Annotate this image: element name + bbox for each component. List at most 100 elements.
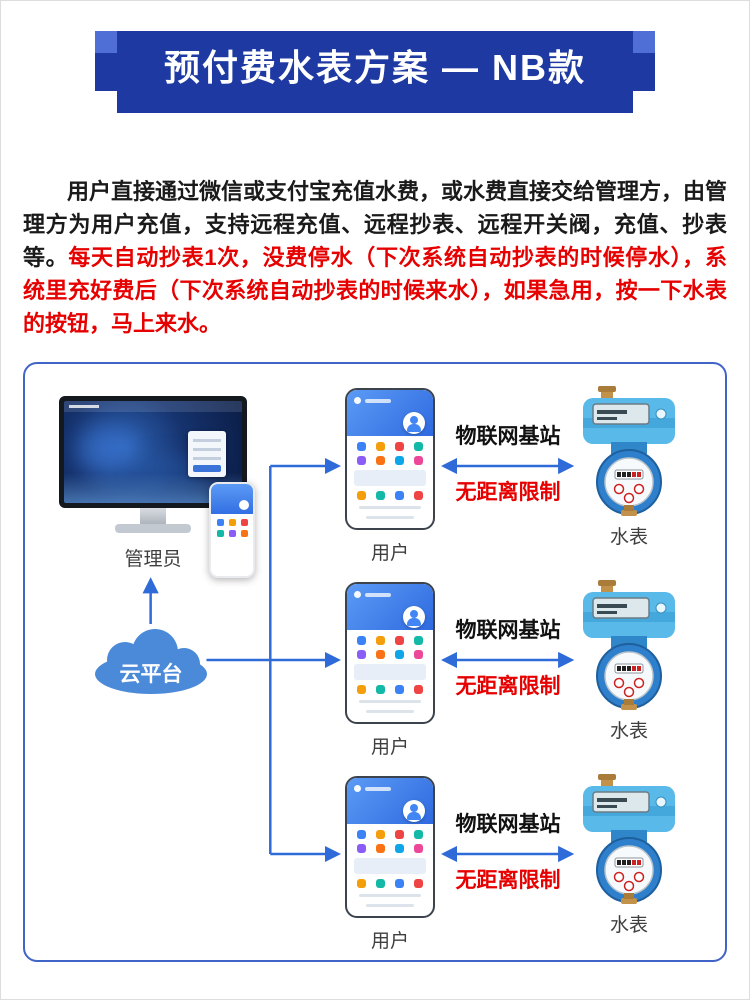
page-title: 预付费水表方案 — NB款 [163, 47, 586, 88]
app-icon [395, 442, 404, 451]
app-icon [395, 636, 404, 645]
app-icon [357, 650, 366, 659]
app-text-line [358, 506, 422, 509]
app-text-line [366, 516, 414, 519]
app-icon [395, 456, 404, 465]
app-icon [414, 650, 423, 659]
phone-app-body [347, 824, 433, 913]
phone-greeting-line [365, 787, 391, 791]
app-banner-card [354, 470, 426, 486]
banner-corner-left [95, 31, 117, 53]
app-icon [414, 879, 423, 888]
limit-label: 无距离限制 [455, 481, 561, 504]
banner-corner-right [633, 31, 655, 53]
app-icon [395, 685, 404, 694]
app-icon [414, 456, 423, 465]
phone-app-header [347, 778, 433, 824]
station-label: 物联网基站 [455, 425, 561, 448]
admin-phone-body [211, 514, 253, 542]
app-icon [395, 650, 404, 659]
phone-avatar [403, 412, 425, 434]
solution-diagram: 管理员 云平台 [23, 362, 727, 962]
phone-app-header [347, 390, 433, 436]
phone-app-body [347, 436, 433, 525]
app-icon [414, 844, 423, 853]
admin-phone-header [211, 484, 253, 514]
app-banner-card [354, 664, 426, 680]
phone-greeting-line [365, 399, 391, 403]
app-icon [395, 491, 404, 500]
app-icon [216, 519, 224, 526]
app-icon [228, 530, 236, 537]
app-icon [376, 650, 385, 659]
phone-greeting-line [365, 593, 391, 597]
app-icon-row [352, 650, 428, 659]
phone-avatar [403, 606, 425, 628]
app-icon [395, 830, 404, 839]
phone-app-body [347, 630, 433, 719]
monitor-stand [140, 508, 166, 524]
app-icon [216, 530, 224, 537]
monitor-base [115, 524, 191, 533]
app-icon-row [352, 456, 428, 465]
intro-paragraph: 用户直接通过微信或支付宝充值水费，或水费直接交给管理方，由管理方为用户充值，支持… [23, 175, 727, 340]
app-icon [414, 685, 423, 694]
admin-phone [209, 482, 255, 578]
app-icon-row [352, 844, 428, 853]
app-icon-row [352, 442, 428, 451]
phone-user-icon [354, 397, 361, 404]
dashboard-navbar [64, 401, 242, 412]
app-icon [376, 456, 385, 465]
app-icon [395, 844, 404, 853]
app-text-line [358, 700, 422, 703]
user-phone [345, 776, 435, 918]
station-label: 物联网基站 [455, 813, 561, 836]
admin-label: 管理员 [124, 549, 182, 570]
phone-user-icon [354, 785, 361, 792]
app-icon [357, 879, 366, 888]
station-label: 物联网基站 [455, 619, 561, 642]
app-icon [376, 879, 385, 888]
app-icon [376, 442, 385, 451]
cloud-label: 云平台 [119, 663, 183, 686]
user-phone [345, 582, 435, 724]
app-banner-card [354, 858, 426, 874]
app-icon-row [352, 636, 428, 645]
app-icon [357, 685, 366, 694]
user-phone [345, 388, 435, 530]
banner-ribbon [95, 31, 655, 113]
app-icon [414, 491, 423, 500]
app-icon-row [352, 879, 428, 888]
app-icon [414, 442, 423, 451]
app-icon-row [352, 491, 428, 500]
app-icon [376, 636, 385, 645]
app-icon [376, 844, 385, 853]
water-meter [577, 386, 681, 516]
app-icon [357, 830, 366, 839]
app-icon [376, 685, 385, 694]
phone-avatar [403, 800, 425, 822]
app-icon [357, 456, 366, 465]
app-icon-row [352, 830, 428, 839]
meter-label: 水表 [609, 527, 648, 548]
app-text-line [358, 894, 422, 897]
screen-glow [78, 427, 134, 471]
cloud-platform: 云平台 [89, 626, 213, 696]
phone-user-icon [354, 591, 361, 598]
app-icon-row [352, 685, 428, 694]
app-icon [228, 519, 236, 526]
user-label: 用户 [370, 737, 409, 758]
app-icon [376, 830, 385, 839]
banner: 预付费水表方案 — NB款 [95, 31, 655, 113]
meter-label: 水表 [609, 915, 648, 936]
connector-arrows [142, 457, 575, 863]
user-label: 用户 [370, 543, 409, 564]
app-icon [357, 442, 366, 451]
app-icon [240, 519, 248, 526]
water-meter [577, 580, 681, 710]
app-icon [395, 879, 404, 888]
app-text-line [366, 904, 414, 907]
app-icon [414, 636, 423, 645]
meter-label: 水表 [609, 721, 648, 742]
